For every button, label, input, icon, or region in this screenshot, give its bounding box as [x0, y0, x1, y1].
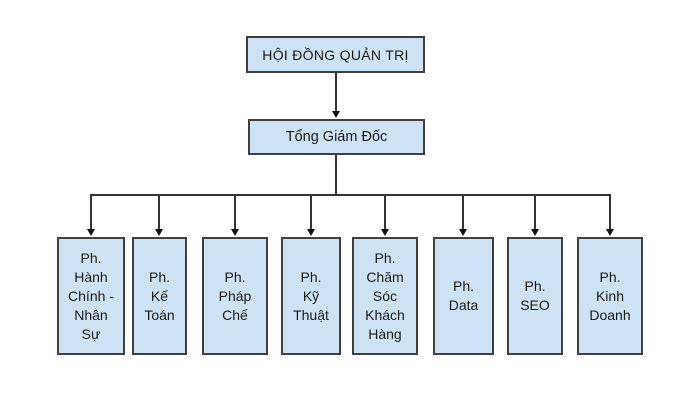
- connector-drop-line-1: [90, 194, 92, 230]
- connector-drop-line-7: [534, 194, 536, 230]
- arrow-down-icon: [307, 229, 315, 236]
- org-node-dept-6: Ph. Data: [433, 237, 494, 355]
- arrow-down-icon: [531, 229, 539, 236]
- org-node-dept-7: Ph. SEO: [507, 237, 563, 355]
- org-node-ceo: Tổng Giám Đốc: [248, 119, 425, 155]
- org-node-dept-8: Ph. Kinh Doanh: [577, 237, 643, 355]
- connector-ceo-stem-line: [335, 155, 337, 195]
- connector-drop-line-4: [310, 194, 312, 230]
- connector-board-ceo-line: [335, 73, 337, 112]
- dept-label: Ph. Kỹ Thuật: [293, 268, 329, 323]
- connector-drop-line-5: [384, 194, 386, 230]
- arrow-down-icon: [332, 111, 340, 118]
- arrow-down-icon: [155, 229, 163, 236]
- org-node-dept-3: Ph. Pháp Chế: [202, 237, 268, 355]
- connector-drop-line-3: [234, 194, 236, 230]
- org-node-dept-4: Ph. Kỹ Thuật: [281, 237, 341, 355]
- dept-label: Ph. Chăm Sóc Khách Hàng: [365, 249, 405, 342]
- org-node-dept-2: Ph. Kế Toán: [132, 237, 187, 355]
- arrow-down-icon: [606, 229, 614, 236]
- connector-horizontal-bus-line: [90, 194, 611, 196]
- ceo-label: Tổng Giám Đốc: [285, 129, 388, 145]
- dept-label: Ph. SEO: [520, 278, 550, 313]
- dept-label: Ph. Hành Chính - Nhân Sự: [68, 249, 114, 342]
- connector-drop-line-2: [158, 194, 160, 230]
- dept-label: Ph. Kinh Doanh: [589, 268, 631, 323]
- arrow-down-icon: [231, 229, 239, 236]
- arrow-down-icon: [459, 229, 467, 236]
- connector-drop-line-6: [462, 194, 464, 230]
- org-node-dept-1: Ph. Hành Chính - Nhân Sự: [57, 237, 125, 355]
- org-node-dept-5: Ph. Chăm Sóc Khách Hàng: [352, 237, 418, 355]
- connector-drop-line-8: [609, 194, 611, 230]
- board-label: HỘI ĐỒNG QUẢN TRỊ: [262, 46, 409, 63]
- dept-label: Ph. Pháp Chế: [218, 268, 252, 323]
- dept-label: Ph. Data: [448, 278, 479, 313]
- arrow-down-icon: [87, 229, 95, 236]
- arrow-down-icon: [381, 229, 389, 236]
- dept-label: Ph. Kế Toán: [144, 268, 175, 323]
- org-node-board: HỘI ĐỒNG QUẢN TRỊ: [246, 36, 425, 73]
